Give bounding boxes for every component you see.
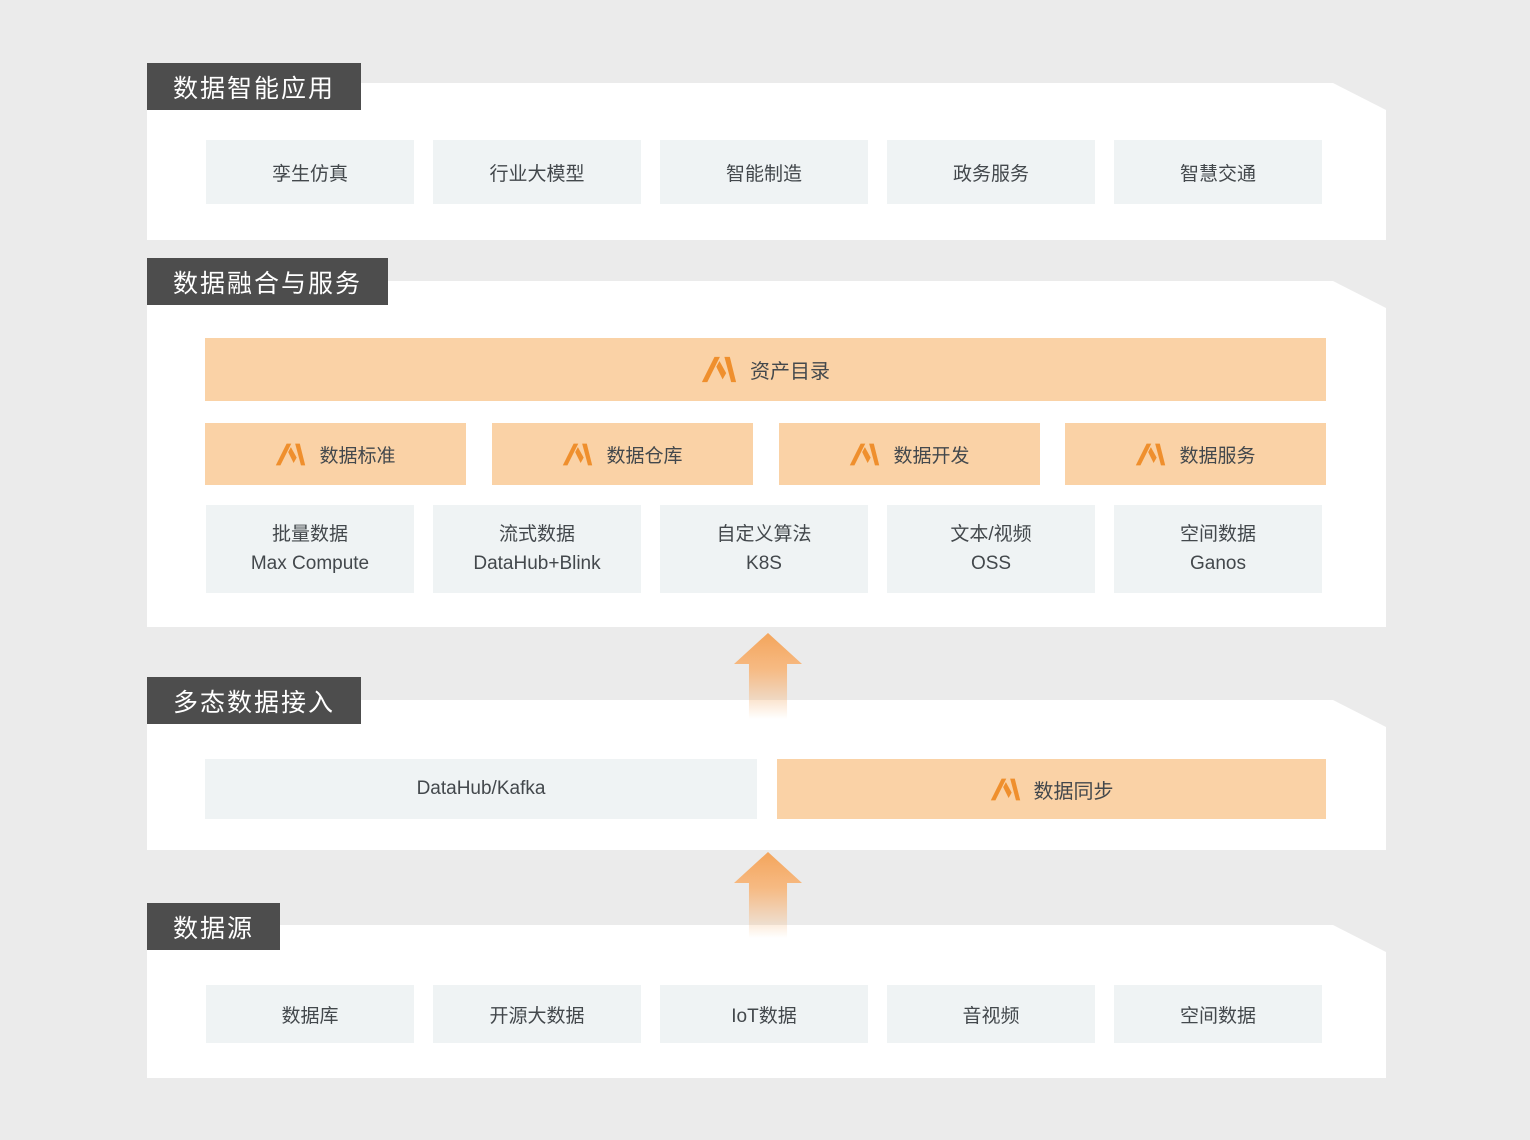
dtwave-logo-icon (990, 778, 1020, 800)
source-box-database: 数据库 (206, 985, 414, 1043)
app-box-smart-manufacturing: 智能制造 (660, 140, 868, 204)
access-box-datahub-kafka: DataHub/Kafka (205, 759, 757, 819)
dtwave-logo-icon (850, 443, 880, 465)
fusion-box-spatial-data: 空间数据 Ganos (1114, 505, 1322, 593)
app-box-government-services: 政务服务 (887, 140, 1095, 204)
app-box-label: 智慧交通 (1179, 163, 1256, 185)
sources-layer-title: 数据源 (147, 903, 281, 950)
access-box-label: DataHub/Kafka (416, 778, 546, 799)
box-line1: 自定义算法 (716, 524, 812, 545)
fusion-box-batch-data: 批量数据 Max Compute (206, 505, 414, 593)
asset-catalog-banner: 资产目录 (205, 338, 1326, 401)
app-box-label: 行业大模型 (489, 163, 585, 185)
source-box-open-source-bigdata: 开源大数据 (433, 985, 641, 1043)
dtwave-logo-icon (701, 356, 737, 383)
fusion-box-data-standard: 数据标准 (205, 423, 466, 485)
app-box-label: 孪生仿真 (271, 163, 348, 185)
fusion-box-label: 数据开发 (893, 445, 970, 467)
app-box-industry-llm: 行业大模型 (433, 140, 641, 204)
fusion-box-data-service: 数据服务 (1065, 423, 1326, 485)
source-box-label: 空间数据 (1179, 1005, 1256, 1027)
fusion-box-data-development: 数据开发 (779, 423, 1040, 485)
fusion-box-text-video: 文本/视频 OSS (887, 505, 1095, 593)
fusion-box-data-warehouse: 数据仓库 (492, 423, 753, 485)
box-line2: Ganos (1190, 553, 1246, 574)
access-box-label: 数据同步 (1033, 780, 1114, 803)
dtwave-logo-icon (276, 443, 306, 465)
app-box-twin-simulation: 孪生仿真 (206, 140, 414, 204)
box-line2: OSS (970, 553, 1012, 574)
box-line1: 批量数据 (271, 524, 348, 545)
app-box-label: 政务服务 (952, 163, 1029, 185)
dtwave-logo-icon (1136, 443, 1166, 465)
app-box-smart-transport: 智慧交通 (1114, 140, 1322, 204)
fusion-box-label: 数据服务 (1179, 445, 1256, 467)
box-line2: Max Compute (250, 553, 370, 574)
source-box-audio-video: 音视频 (887, 985, 1095, 1043)
fusion-box-label: 数据标准 (319, 445, 396, 467)
box-line2: K8S (746, 553, 782, 574)
source-box-label: 数据库 (281, 1005, 339, 1027)
box-line1: 空间数据 (1179, 524, 1256, 545)
box-line1: 流式数据 (498, 524, 575, 545)
app-box-label: 智能制造 (725, 163, 802, 185)
applications-layer-title: 数据智能应用 (147, 63, 362, 110)
source-box-label: IoT数据 (731, 1005, 797, 1027)
fusion-box-custom-algorithm: 自定义算法 K8S (660, 505, 868, 593)
box-line1: 文本/视频 (950, 524, 1032, 545)
source-box-label: 音视频 (962, 1005, 1020, 1027)
box-line2: DataHub+Blink (473, 553, 601, 574)
source-box-spatial-data: 空间数据 (1114, 985, 1322, 1043)
asset-catalog-label: 资产目录 (750, 361, 830, 383)
source-box-iot-data: IoT数据 (660, 985, 868, 1043)
fusion-box-label: 数据仓库 (606, 445, 683, 467)
access-box-data-sync: 数据同步 (777, 759, 1326, 819)
source-box-label: 开源大数据 (489, 1005, 585, 1027)
fusion-box-stream-data: 流式数据 DataHub+Blink (433, 505, 641, 593)
access-layer-title: 多态数据接入 (147, 677, 362, 724)
fusion-layer-title: 数据融合与服务 (147, 258, 389, 305)
dtwave-logo-icon (563, 443, 593, 465)
